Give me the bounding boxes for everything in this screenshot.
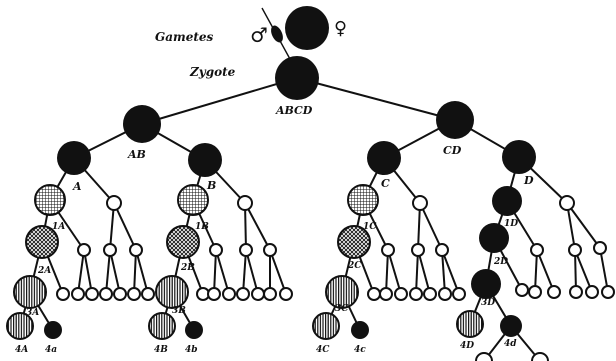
cell-3a [13,275,47,309]
cell-a [57,141,91,175]
cell-1a [34,184,66,216]
cell-4d-micro [500,315,522,337]
micromere-1d [559,195,575,211]
cell-c [367,141,401,175]
cell-4b-micro [185,321,203,339]
cell-ab [123,105,161,143]
cell-2d [479,223,509,253]
label-ab: AB [127,148,146,161]
label-4d: 4D [460,341,474,351]
label-2a: 2A [37,266,51,276]
label-c: C [381,177,390,190]
cell-1d [492,186,522,216]
label-4c-micro: 4c [354,345,366,355]
gametes-group [271,6,329,100]
cell-2c [337,225,371,259]
cell-1b [177,184,209,216]
micromere-1a [106,195,122,211]
label-4b: 4B [154,345,168,355]
label-4a-micro: 4a [45,345,57,355]
cell-4a-micro [44,321,62,339]
label-abcd: ABCD [275,104,313,117]
cell-3c [325,275,359,309]
cell-cd [436,101,474,139]
micromere-row-bottom [56,283,615,301]
cell-2b [166,225,200,259]
label-a: A [72,180,82,193]
egg-cell [285,6,329,50]
label-4d-micro: 4d [504,339,517,349]
cell-nodes [6,101,615,361]
zygote-label: Zygote [189,65,236,79]
label-1c: 1C [363,222,377,232]
label-4c: 4C [316,345,330,355]
label-d: D [523,174,534,187]
micromere-1b [237,195,253,211]
cell-b [188,143,222,177]
cell-2a [25,225,59,259]
label-2d: 2D [493,257,508,267]
micromere-row-level3 [77,241,607,257]
label-3d: 3D [481,298,495,308]
labels: Gametes Zygote ♂ ♀ ABCD AB CD A B C D 1A… [15,18,534,355]
label-1d: 1D [504,219,518,229]
label-1a: 1A [52,222,65,232]
label-cd: CD [443,144,462,157]
label-4a: 4A [15,345,28,355]
cell-4d-child-left [475,352,493,361]
lineage-edges [19,7,609,361]
cell-4c [312,312,340,340]
label-3a: 3A [26,308,39,318]
label-2c: 2C [347,261,362,271]
cell-3b [155,275,189,309]
female-symbol: ♀ [334,18,347,39]
cell-4c-micro [351,321,369,339]
male-symbol: ♂ [250,23,268,47]
zygote-cell [275,56,319,100]
micromere-1c [412,195,428,211]
gametes-label: Gametes [155,30,214,44]
label-b: B [206,179,216,192]
cell-3d [471,269,501,299]
cell-d [502,140,536,174]
label-1b: 1B [195,222,209,232]
sperm-head [271,25,283,43]
label-3c: 3C [335,304,349,314]
label-4b-micro: 4b [185,345,198,355]
cell-4d-child-right [531,352,549,361]
label-3b: 3B [172,306,186,316]
cell-1c [347,184,379,216]
cell-4b [148,312,176,340]
label-2b: 2B [180,263,195,273]
cell-4d [456,310,484,338]
cell-4a [6,312,34,340]
